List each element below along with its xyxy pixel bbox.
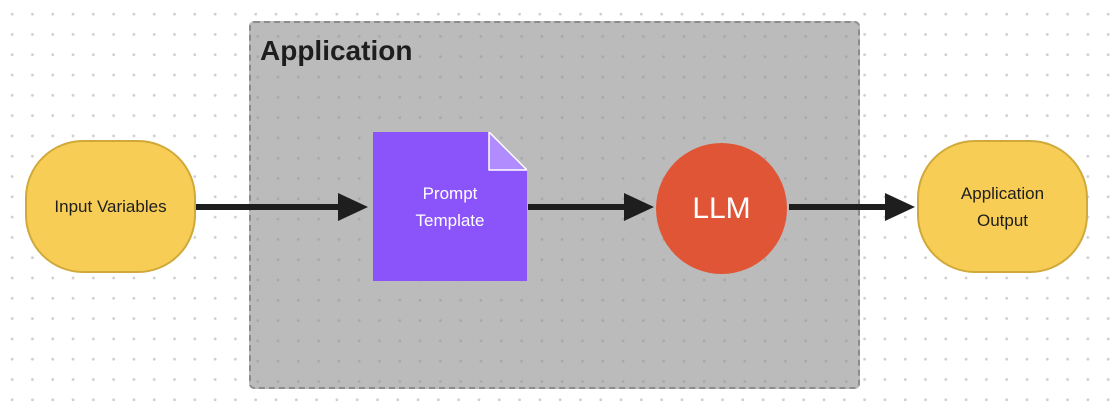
arrow-input-to-prompt	[196, 193, 368, 221]
document-icon	[373, 132, 527, 281]
application-title: Application	[260, 35, 413, 66]
arrow-llm-to-output	[789, 193, 915, 221]
arrow-prompt-to-llm	[528, 193, 654, 221]
application-output-label: Application Output	[960, 183, 1045, 230]
input-variables-label: Input Variables	[54, 197, 167, 216]
llm-node[interactable]: LLM	[656, 143, 787, 274]
prompt-template-label: Prompt Template	[415, 183, 485, 230]
prompt-template-node[interactable]: Prompt Template	[373, 132, 527, 281]
llm-label: LLM	[692, 191, 751, 225]
input-variables-node[interactable]: Input Variables	[25, 140, 196, 273]
application-output-node[interactable]: Application Output	[917, 140, 1088, 273]
